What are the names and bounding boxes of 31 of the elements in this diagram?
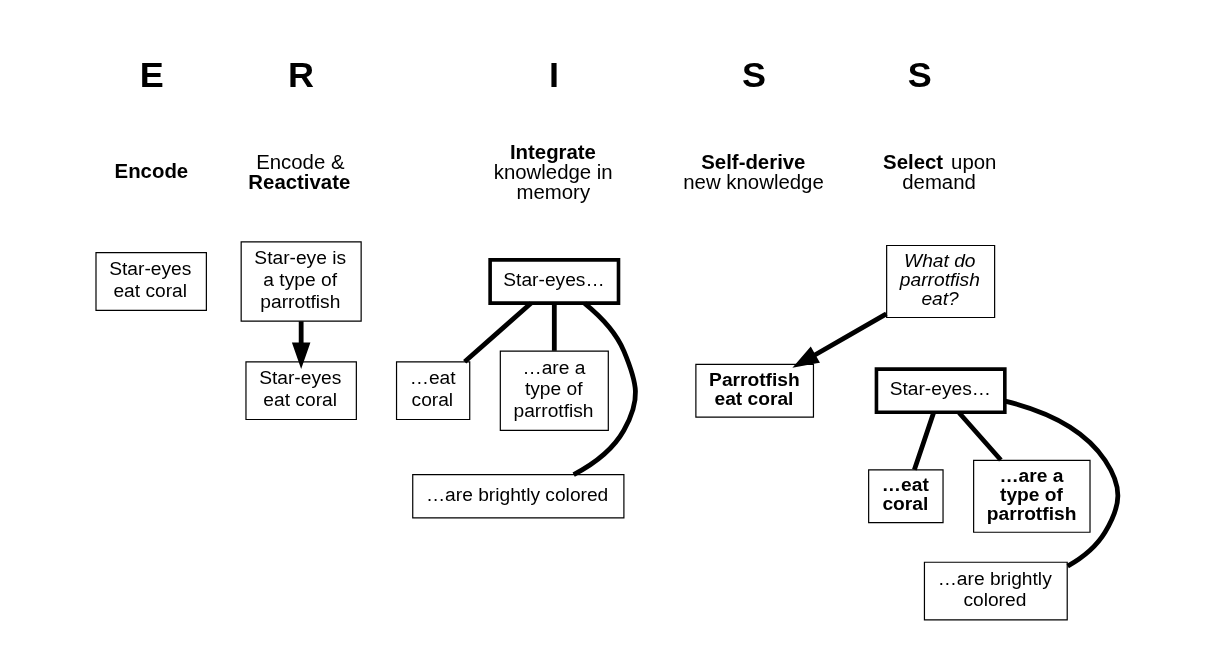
label: Integrate knowledge in memory <box>493 140 613 204</box>
connector <box>572 301 638 477</box>
label: S <box>741 54 766 96</box>
arrow <box>291 321 310 369</box>
arrow <box>791 311 888 368</box>
connector <box>462 301 533 364</box>
label: Encode <box>114 159 188 182</box>
connector <box>911 412 936 471</box>
connector <box>956 411 1003 462</box>
label: S <box>907 54 932 96</box>
connector <box>551 303 557 351</box>
label: R <box>287 54 314 96</box>
label: I <box>548 54 559 96</box>
node-box: …are a type of parrotfish <box>499 350 609 431</box>
label: Self-derive new knowledge <box>682 150 824 194</box>
label: E <box>139 54 164 96</box>
node-box: Star-eyes eat coral <box>244 361 357 421</box>
node-box: Star-eye is a type of parrotfish <box>240 241 362 322</box>
node-box: Star-eyes… <box>874 367 1007 415</box>
label: Select upon demand <box>882 150 996 194</box>
node-box: …are brightly colored <box>923 561 1068 621</box>
node-box: …eat coral <box>867 469 944 524</box>
node-box: …are a type of parrotfish <box>972 459 1091 533</box>
connector <box>1004 398 1120 569</box>
node-box: What do parrotfish eat? <box>885 244 995 319</box>
node-box: Star-eyes… <box>487 258 620 305</box>
label: Encode & Reactivate <box>247 150 350 194</box>
node-box: …eat coral <box>395 361 470 421</box>
node-box: Parrotfish eat coral <box>694 363 814 418</box>
node-box: …are brightly colored <box>411 474 624 519</box>
node-box: Star-eyes eat coral <box>94 252 207 311</box>
